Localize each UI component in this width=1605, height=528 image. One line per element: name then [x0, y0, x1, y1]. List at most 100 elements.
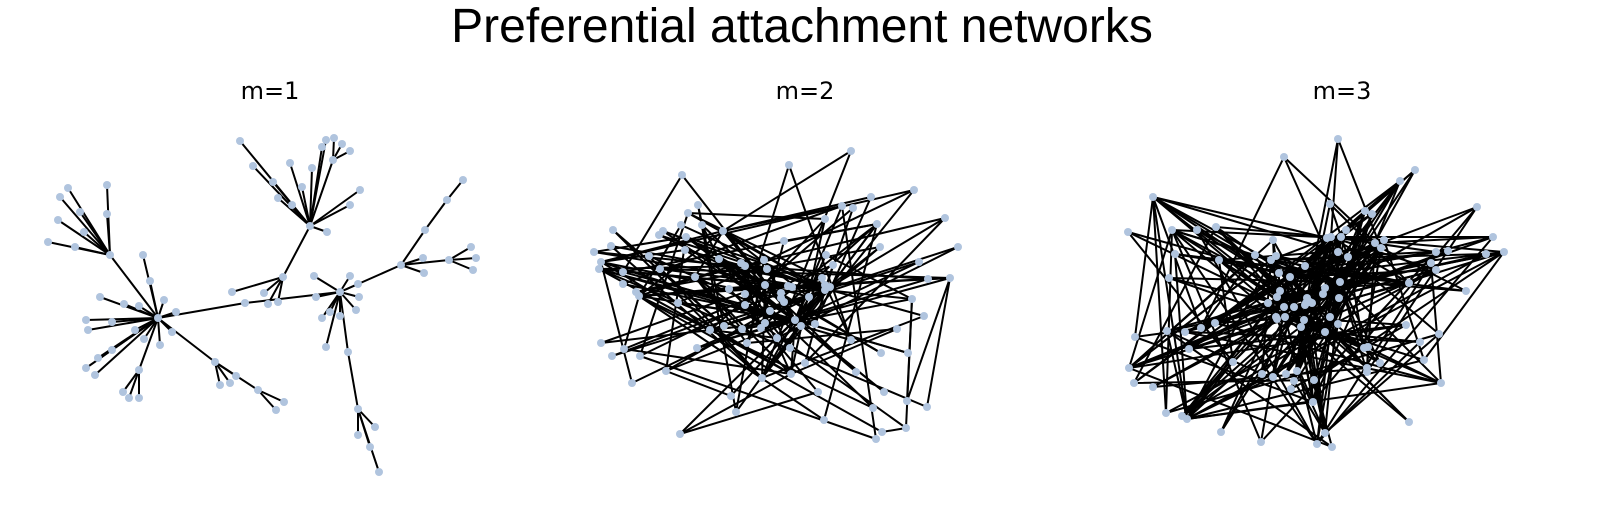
- network-node-m2: [838, 202, 846, 210]
- network-node-m2: [822, 251, 830, 259]
- network-edge-m2: [639, 355, 877, 440]
- network-edge-m1: [448, 257, 477, 261]
- network-node-m2: [609, 226, 617, 234]
- network-node-m3: [1427, 259, 1435, 267]
- network-edge-m1: [321, 291, 341, 319]
- network-node-m2: [852, 368, 860, 376]
- network-node-m2: [893, 325, 901, 333]
- network-node-m1: [64, 184, 72, 192]
- network-node-m1: [44, 238, 52, 246]
- network-edge-m1: [357, 408, 376, 428]
- network-node-m3: [1328, 443, 1336, 451]
- network-edge-m1: [313, 275, 341, 293]
- network-node-m1: [154, 314, 162, 322]
- network-node-m3: [1165, 274, 1173, 282]
- network-node-m2: [801, 359, 809, 367]
- network-node-m3: [1125, 364, 1133, 372]
- network-edge-m3: [1339, 262, 1432, 283]
- network-edge-m3: [1347, 256, 1365, 349]
- network-edge-m3: [1128, 229, 1173, 369]
- network-node-m3: [1335, 294, 1343, 302]
- network-edge-m1: [142, 254, 159, 319]
- network-node-m3: [1193, 226, 1201, 234]
- network-node-m1: [108, 346, 116, 354]
- network-node-m3: [1257, 438, 1265, 446]
- network-node-m1: [322, 343, 330, 351]
- network-node-m2: [737, 259, 745, 267]
- network-node-m1: [82, 364, 90, 372]
- network-edge-m2: [658, 234, 766, 286]
- network-edge-m2: [823, 223, 878, 421]
- network-edge-m2: [600, 189, 915, 263]
- network-node-m1: [286, 159, 294, 167]
- network-node-m3: [1482, 250, 1490, 258]
- network-node-m2: [656, 265, 664, 273]
- network-node-m3: [1300, 316, 1308, 324]
- network-edge-m3: [1165, 333, 1440, 414]
- network-node-m2: [787, 370, 795, 378]
- network-edge-m3: [1316, 323, 1339, 445]
- network-node-m3: [1420, 356, 1428, 364]
- network-node-m2: [706, 326, 714, 334]
- network-node-m3: [1273, 293, 1281, 301]
- network-node-m2: [946, 274, 954, 282]
- network-edge-m3: [1134, 196, 1154, 338]
- network-node-m3: [1212, 223, 1220, 231]
- network-edge-m1: [257, 389, 285, 403]
- network-node-m1: [338, 140, 346, 148]
- network-edge-m2: [804, 217, 946, 364]
- network-node-m1: [336, 312, 344, 320]
- network-node-m1: [103, 181, 111, 189]
- network-edge-m3: [1293, 269, 1437, 308]
- network-node-m3: [1342, 226, 1350, 234]
- nodes-m1: [44, 134, 480, 476]
- network-edge-m1: [106, 213, 111, 256]
- network-node-m2: [607, 242, 615, 250]
- network-node-m2: [876, 243, 884, 251]
- network-node-m2: [878, 428, 886, 436]
- network-edge-m1: [83, 231, 111, 256]
- network-edge-m2: [665, 370, 732, 397]
- network-node-m3: [1215, 256, 1223, 264]
- network-node-m2: [743, 339, 751, 347]
- network-node-m2: [725, 285, 733, 293]
- network-node-m1: [94, 354, 102, 362]
- network-node-m3: [1376, 359, 1384, 367]
- network-edge-m2: [684, 249, 925, 317]
- network-node-m2: [758, 374, 766, 382]
- network-node-m1: [371, 423, 379, 431]
- network-node-m3: [1290, 377, 1298, 385]
- network-node-m2: [826, 283, 834, 291]
- network-node-m2: [780, 237, 788, 245]
- network-node-m3: [1336, 278, 1344, 286]
- network-edge-m1: [400, 264, 425, 274]
- network-node-m2: [904, 349, 912, 357]
- network-edge-m1: [94, 317, 159, 376]
- network-edge-m2: [709, 207, 854, 331]
- network-node-m3: [1149, 193, 1157, 201]
- network-node-m1: [146, 277, 154, 285]
- network-edge-m3: [1152, 196, 1328, 239]
- network-node-m2: [788, 283, 796, 291]
- network-node-m1: [228, 288, 236, 296]
- edges-m1: [47, 137, 477, 473]
- network-node-m1: [71, 243, 79, 251]
- network-node-m1: [264, 300, 272, 308]
- network-node-m2: [620, 345, 628, 353]
- network-node-m2: [715, 255, 723, 263]
- network-edge-m1: [357, 408, 380, 473]
- network-edge-m3: [1232, 318, 1278, 363]
- network-edge-m1: [214, 361, 231, 384]
- network-edge-m3: [1181, 297, 1340, 417]
- network-node-m3: [1130, 379, 1138, 387]
- network-edge-m3: [1152, 196, 1167, 414]
- network-node-m1: [168, 328, 176, 336]
- network-node-m3: [1326, 200, 1334, 208]
- network-node-m1: [96, 293, 104, 301]
- network-panel-m2: m=2: [590, 77, 962, 443]
- network-node-m1: [211, 358, 219, 366]
- network-node-m3: [1337, 233, 1345, 241]
- network-edge-m2: [635, 265, 746, 293]
- network-node-m1: [354, 431, 362, 439]
- network-node-m1: [249, 162, 257, 170]
